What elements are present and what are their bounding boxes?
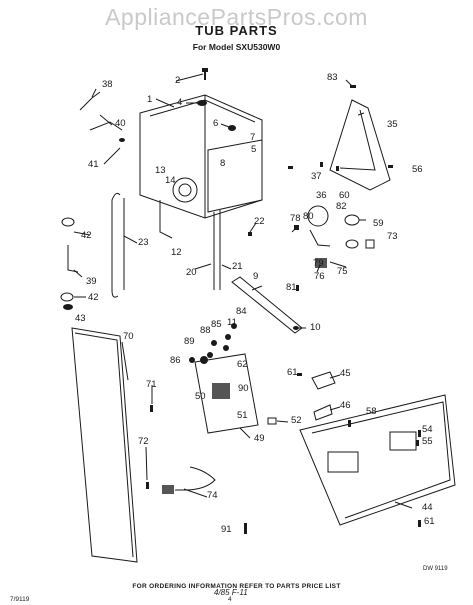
part-label-37: 37 xyxy=(311,171,322,182)
part-label-20: 20 xyxy=(186,267,197,278)
part-label-44: 44 xyxy=(422,502,433,513)
part-label-52: 52 xyxy=(291,415,302,426)
part-label-43: 43 xyxy=(75,313,86,324)
power-cord xyxy=(175,466,216,491)
part-label-76: 76 xyxy=(314,271,325,282)
part-label-56: 56 xyxy=(412,164,423,175)
motor-82 xyxy=(307,205,329,227)
part-label-90: 90 xyxy=(238,383,249,394)
drawing-number: DW 9119 xyxy=(423,566,448,572)
part-label-72: 72 xyxy=(138,436,149,447)
part-label-75: 75 xyxy=(337,266,348,277)
part-label-35: 35 xyxy=(387,119,398,130)
part-label-61b: 61 xyxy=(424,516,435,527)
base-pan xyxy=(299,394,456,526)
part-label-1: 1 xyxy=(147,94,153,105)
part-label-54: 54 xyxy=(422,424,433,435)
part-label-59: 59 xyxy=(373,218,384,229)
part-label-61: 61 xyxy=(287,367,298,378)
part-label-91: 91 xyxy=(221,524,232,535)
part-label-42b: 42 xyxy=(88,292,99,303)
diagram-title: TUB PARTS xyxy=(195,23,278,38)
hose-23 xyxy=(111,192,121,298)
part-label-36: 36 xyxy=(316,190,327,201)
part-label-84: 84 xyxy=(236,306,247,317)
part-label-62: 62 xyxy=(237,359,248,370)
part-label-45: 45 xyxy=(340,368,351,379)
front-panel xyxy=(71,327,138,563)
part-label-22: 22 xyxy=(254,216,265,227)
part-label-5: 5 xyxy=(251,144,257,155)
part-label-81: 81 xyxy=(286,282,297,293)
handwritten-note: 4/85 F-11 xyxy=(214,588,248,597)
part-label-13: 13 xyxy=(155,165,166,176)
part-label-2: 2 xyxy=(175,75,181,86)
part-label-4: 4 xyxy=(177,97,183,108)
part-label-74: 74 xyxy=(207,490,218,501)
part-label-50: 50 xyxy=(195,391,206,402)
part-label-80: 80 xyxy=(303,211,314,222)
bracket-35 xyxy=(329,99,391,191)
part-label-51: 51 xyxy=(237,410,248,421)
part-label-73: 73 xyxy=(387,231,398,242)
part-label-11: 11 xyxy=(227,317,237,328)
part-label-89: 89 xyxy=(184,336,195,347)
part-label-82: 82 xyxy=(336,201,347,212)
control-box xyxy=(194,353,259,434)
part-label-7: 7 xyxy=(250,132,256,143)
part-label-46: 46 xyxy=(340,400,351,411)
part-label-12: 12 xyxy=(171,247,182,258)
part-label-71: 71 xyxy=(146,379,157,390)
part-label-9: 9 xyxy=(253,271,259,282)
part-label-85: 85 xyxy=(211,319,222,330)
part-label-60: 60 xyxy=(339,190,350,201)
part-label-8: 8 xyxy=(220,158,226,169)
pump-housing xyxy=(172,177,198,203)
part-label-41: 41 xyxy=(88,159,99,170)
part-label-70: 70 xyxy=(123,331,134,342)
part-label-42: 42 xyxy=(81,230,92,241)
part-label-40: 40 xyxy=(115,118,126,129)
part-label-10: 10 xyxy=(310,322,321,333)
part-label-14: 14 xyxy=(165,175,176,186)
part-label-58: 58 xyxy=(366,406,377,417)
part-label-88: 88 xyxy=(200,325,211,336)
watermark: AppliancePartsPros.com xyxy=(105,4,368,30)
part-label-55: 55 xyxy=(422,436,433,447)
ordering-footer: FOR ORDERING INFORMATION REFER TO PARTS … xyxy=(132,583,341,590)
part-label-21: 21 xyxy=(232,261,243,272)
part-label-38: 38 xyxy=(102,79,113,90)
model-subtitle: For Model SXU530W0 xyxy=(192,42,281,52)
part-label-79: 79 xyxy=(313,258,324,269)
part-label-86: 86 xyxy=(170,355,181,366)
part-label-39: 39 xyxy=(86,276,97,287)
part-label-49: 49 xyxy=(254,433,265,444)
part-label-78: 78 xyxy=(290,213,301,224)
part-label-23: 23 xyxy=(138,237,149,248)
part-label-6: 6 xyxy=(213,118,219,129)
part-label-83: 83 xyxy=(327,72,338,83)
